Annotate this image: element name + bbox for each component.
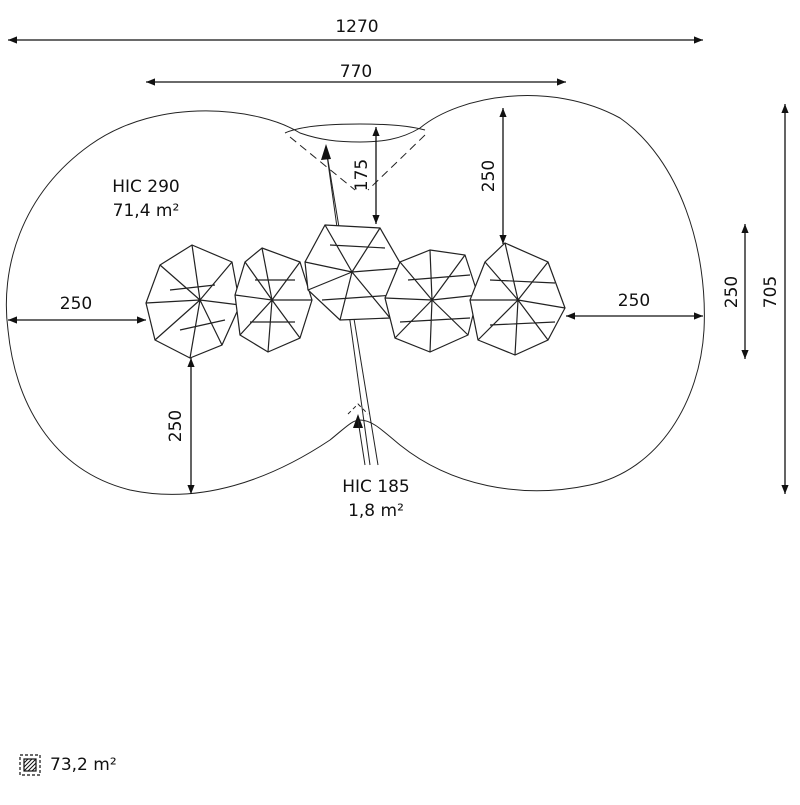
small-zone-top-outline — [284, 123, 426, 134]
dim-top-center-offset: 175 — [352, 159, 372, 191]
dim-total-width: 1270 — [335, 17, 378, 37]
dim-total-height: 705 — [761, 276, 781, 308]
dim-inner-width: 770 — [340, 62, 372, 82]
dim-left-offset: 250 — [60, 294, 92, 314]
dome-5 — [469, 242, 566, 356]
hic185-bottom-leader — [357, 419, 366, 466]
hic185-arrowhead — [321, 144, 331, 160]
small-zone-dashed-left — [289, 136, 356, 191]
main-zone-area: 71,4 m² — [113, 201, 180, 221]
dim-top-right-offset: 250 — [479, 160, 499, 192]
dim-right-offset: 250 — [618, 291, 650, 311]
area-legend: 73,2 m² — [18, 752, 117, 778]
dome-3 — [304, 224, 404, 321]
dome-4 — [384, 249, 479, 353]
dim-bottom-offset: 250 — [166, 410, 186, 442]
dome-2 — [234, 247, 313, 353]
main-zone-hic: HIC 290 — [112, 177, 180, 197]
legend-total-area: 73,2 m² — [50, 755, 117, 775]
small-zone-bottom-notch — [347, 403, 369, 415]
small-zone-hic: HIC 185 — [342, 477, 410, 497]
small-zone-area: 1,8 m² — [348, 501, 404, 521]
dim-right-height: 250 — [722, 276, 742, 308]
safety-zone-outline — [5, 95, 705, 495]
hatched-area-icon — [19, 754, 41, 776]
dome-1 — [145, 244, 241, 359]
